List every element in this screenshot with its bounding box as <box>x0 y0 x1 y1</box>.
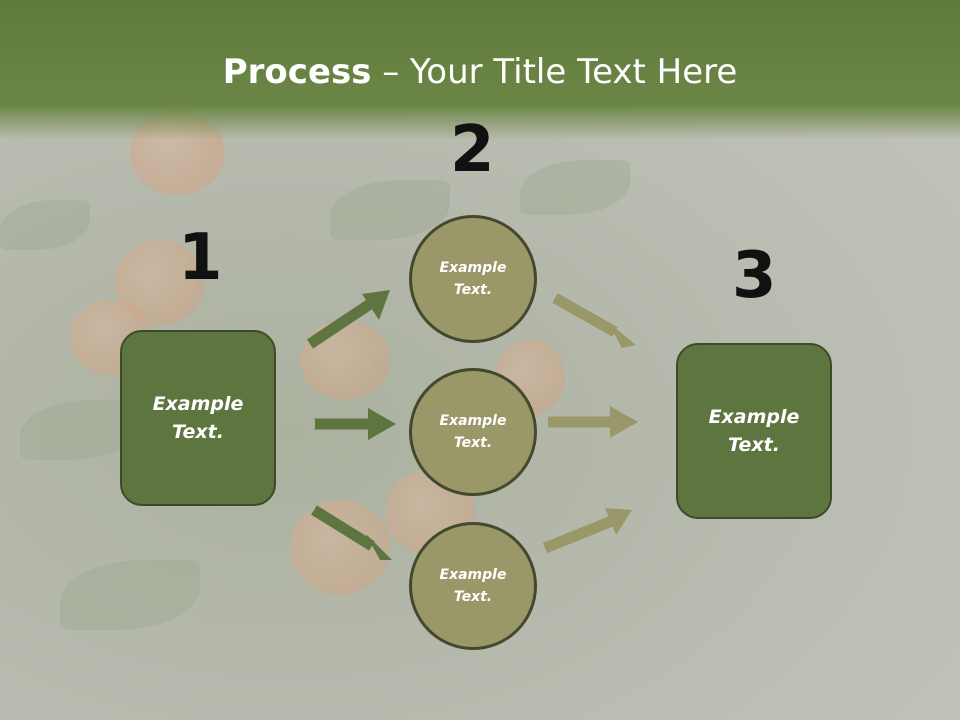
circle-middle-label-line1: Example <box>439 412 507 429</box>
circle-top: Example Text. <box>409 215 537 343</box>
step-1-label-line2: Text. <box>172 421 224 443</box>
step-number-2: 2 <box>450 113 495 187</box>
title-bar <box>0 0 960 140</box>
circle-bottom: Example Text. <box>409 522 537 650</box>
step-number-3: 3 <box>732 239 777 313</box>
step-1-label-line1: Example <box>152 392 244 415</box>
arrow-to-circle-bottom <box>311 505 392 560</box>
arrow-from-circle-bottom <box>542 508 632 554</box>
circle-bottom-label-line1: Example <box>439 566 507 583</box>
step-3-label-line2: Text. <box>728 434 780 456</box>
arrow-from-circle-middle <box>548 406 638 438</box>
step-1-box: Example Text. <box>120 330 276 506</box>
circle-middle: Example Text. <box>409 368 537 496</box>
step-3-box: Example Text. <box>676 343 832 519</box>
arrow-to-circle-top <box>306 290 390 349</box>
circle-top-label-line1: Example <box>439 259 507 276</box>
title-bold: Process <box>222 52 372 92</box>
circle-bottom-label-line2: Text. <box>453 589 493 605</box>
circle-middle-label-line2: Text. <box>453 435 493 451</box>
arrow-to-circle-middle <box>315 408 396 440</box>
title-rest: – Your Title Text Here <box>371 52 738 92</box>
arrow-from-circle-top <box>552 293 636 348</box>
step-number-1: 1 <box>178 221 223 295</box>
circle-top-label-line2: Text. <box>453 282 493 298</box>
slide-title: Process – Your Title Text Here <box>0 52 960 92</box>
step-3-label-line1: Example <box>708 405 800 428</box>
